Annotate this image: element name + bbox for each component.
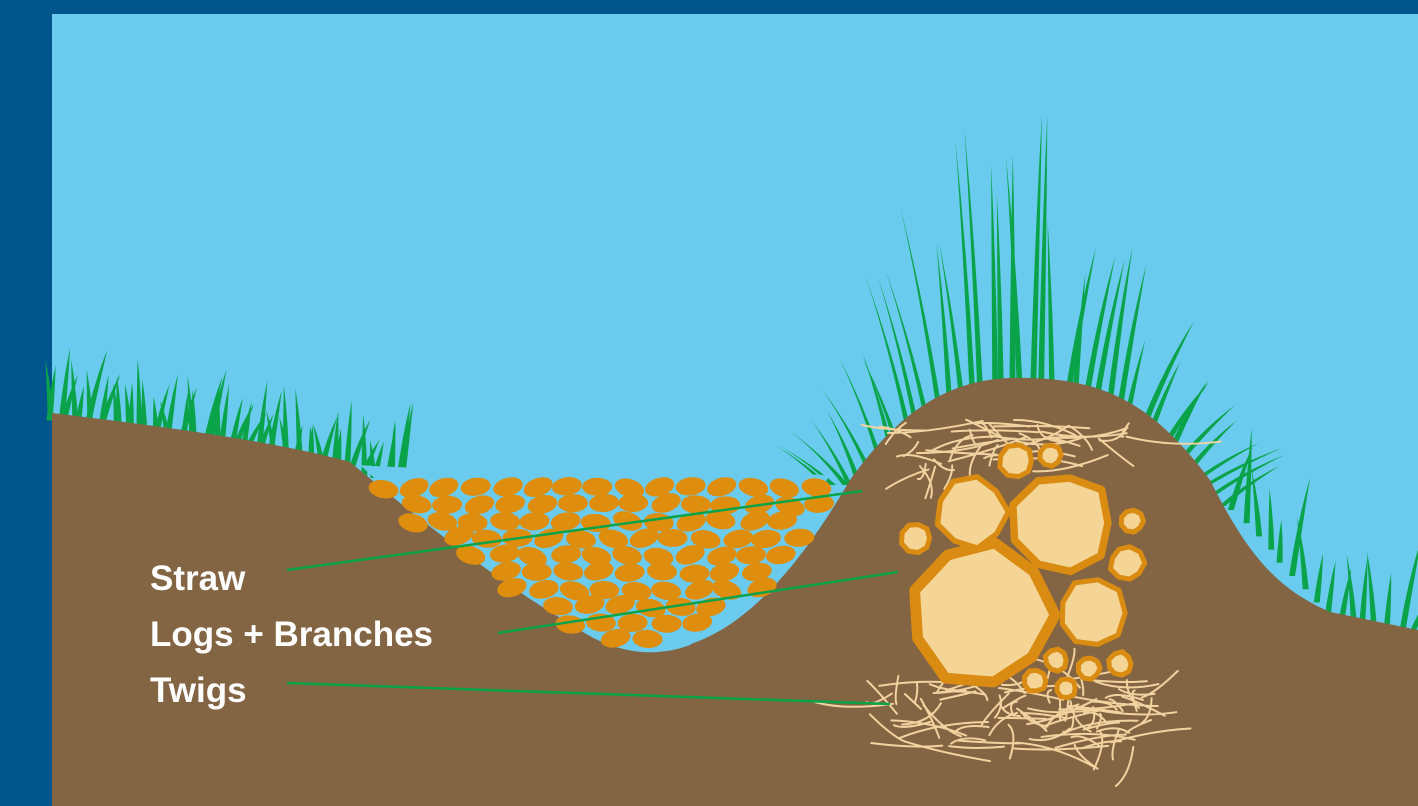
label-straw: Straw <box>150 559 246 598</box>
log-icon <box>1040 445 1061 466</box>
label-twigs: Twigs <box>150 671 247 710</box>
log-icon <box>1110 547 1144 579</box>
log-icon <box>1062 580 1125 645</box>
log-icon <box>1121 510 1143 532</box>
straw-bale-icon <box>657 529 687 547</box>
log-icon <box>1045 649 1066 671</box>
log-icon <box>1013 478 1108 571</box>
log-icon <box>901 525 929 553</box>
log-icon <box>1000 445 1032 477</box>
label-logs-branches: Logs + Branches <box>150 615 433 654</box>
log-icon <box>1078 658 1100 679</box>
log-icon <box>1057 679 1075 698</box>
log-icon <box>1025 670 1046 690</box>
log-icon <box>1109 652 1131 675</box>
straw-bale-icon <box>582 478 612 496</box>
